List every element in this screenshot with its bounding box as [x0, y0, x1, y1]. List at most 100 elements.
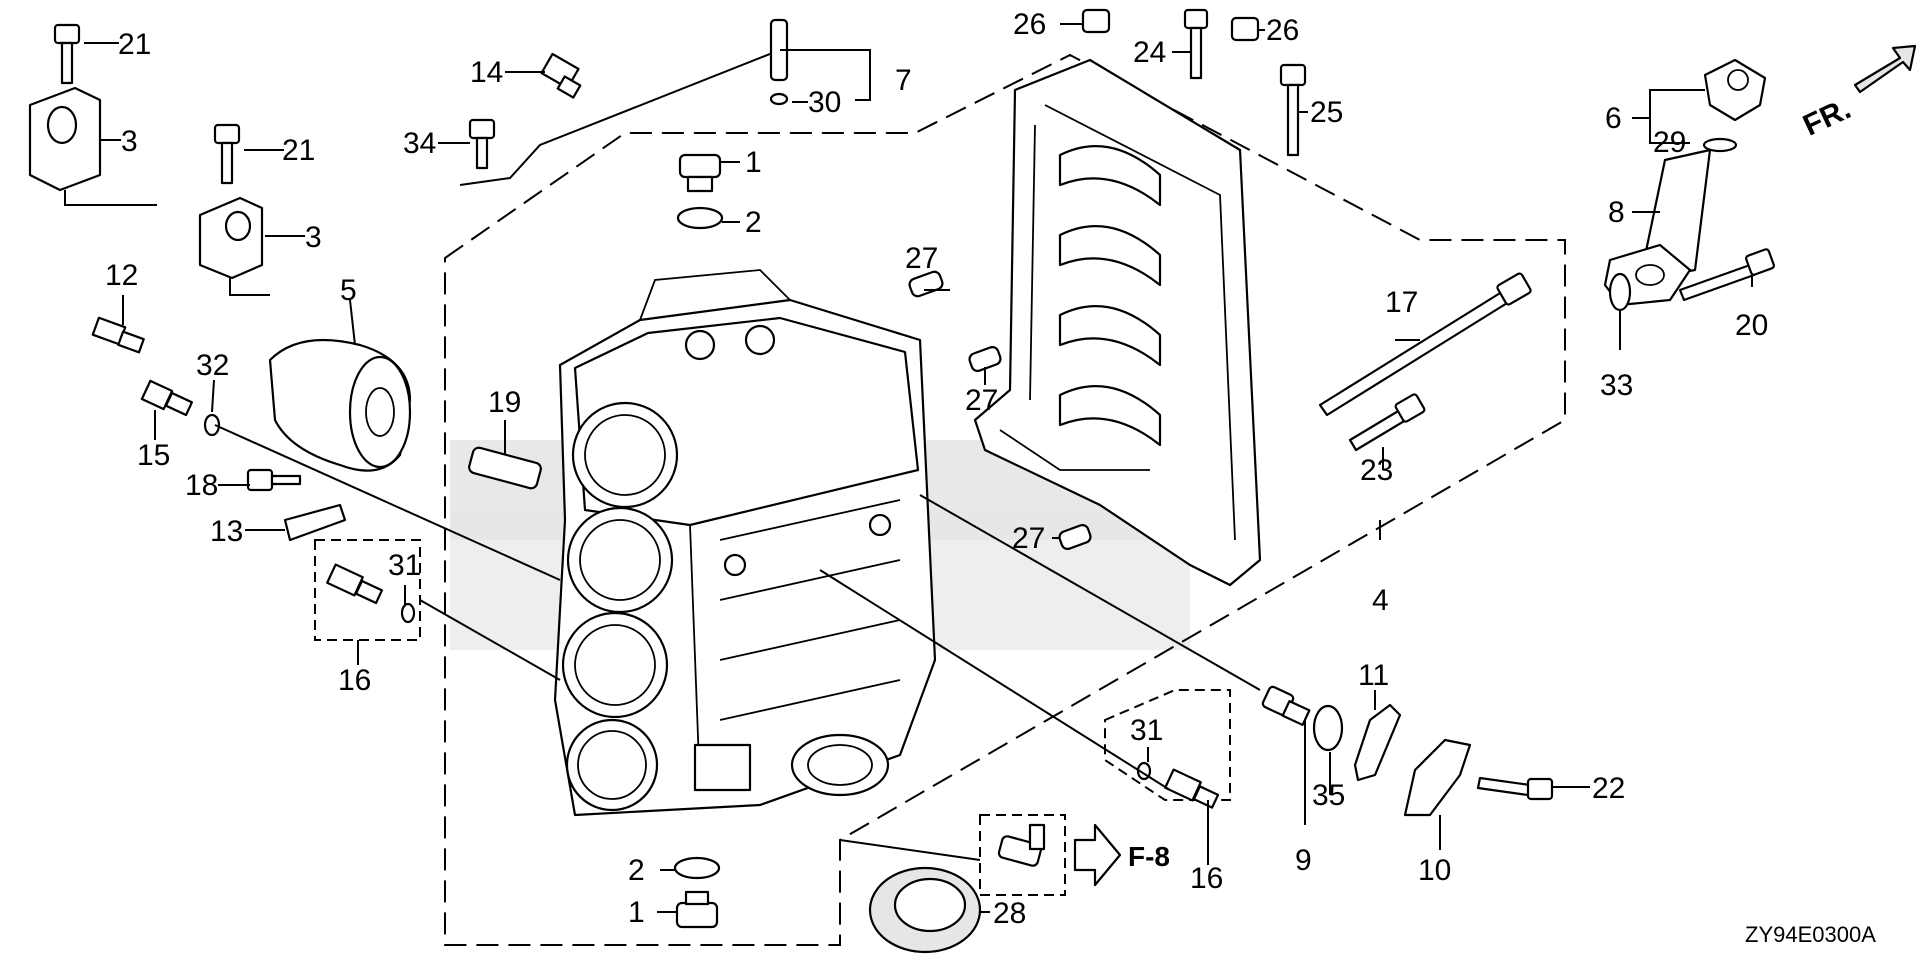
- cylinder-bore-3: [561, 611, 669, 719]
- callout-21a: 21: [118, 28, 151, 61]
- drain-plug-top: [678, 153, 722, 193]
- callout-9: 9: [1295, 844, 1312, 877]
- callout-22: 22: [1592, 772, 1625, 805]
- callout-21b: 21: [282, 134, 315, 167]
- bolt-20: [1678, 248, 1775, 302]
- callout-3b: 3: [305, 221, 322, 254]
- guide-stay-7: [459, 49, 781, 186]
- callout-1b: 1: [628, 896, 645, 929]
- washer-top: [676, 206, 724, 230]
- callout-18: 18: [185, 469, 218, 502]
- assembly-dashed-outline: [444, 53, 1566, 946]
- bolt-34: [468, 118, 496, 170]
- sensor-16-right: [1164, 768, 1220, 809]
- washer-30: [769, 92, 789, 106]
- sensor-15: [140, 379, 194, 417]
- leader-lines: [64, 23, 1753, 913]
- callout-35: 35: [1312, 779, 1345, 812]
- callout-20: 20: [1735, 309, 1768, 342]
- oil-filler-cap-6: [1703, 58, 1767, 122]
- oil-filter: [268, 338, 412, 472]
- nut-26-left: [1081, 8, 1111, 34]
- callout-23: 23: [1360, 454, 1393, 487]
- dowel-pin-27c: [1058, 524, 1092, 550]
- callout-34: 34: [403, 127, 436, 160]
- diagram-code: ZY94E0300A: [1745, 922, 1876, 947]
- washer-31-left: [400, 602, 416, 624]
- drain-plug-bottom: [675, 890, 719, 929]
- callout-2b: 2: [628, 854, 645, 887]
- callout-1a: 1: [745, 146, 762, 179]
- front-arrow: [1853, 44, 1917, 94]
- cover-10: [1403, 738, 1472, 817]
- fitting-f8: [997, 823, 1046, 867]
- switch-14: [540, 52, 582, 99]
- washer-bottom: [673, 856, 721, 880]
- reference-f8: F-8: [1128, 841, 1170, 872]
- callout-16b: 16: [1190, 862, 1223, 895]
- o-ring-29: [1702, 137, 1738, 153]
- oil-seal-28: [868, 866, 982, 954]
- callout-27a: 27: [905, 242, 938, 275]
- sensor-12: [91, 316, 145, 354]
- callout-13: 13: [210, 515, 243, 548]
- callout-27c: 27: [1012, 522, 1045, 555]
- cylinder-bore-1: [571, 401, 679, 509]
- bolt-24: [1183, 8, 1209, 80]
- group-16-right-box: [1104, 689, 1231, 801]
- callout-17: 17: [1385, 286, 1418, 319]
- callout-27b: 27: [965, 384, 998, 417]
- bolt-23: [1348, 393, 1426, 452]
- bolt-22: [1476, 776, 1554, 801]
- plug-9: [1261, 685, 1311, 726]
- callout-10: 10: [1418, 854, 1451, 887]
- f8-fitting-box: [979, 814, 1066, 896]
- cylinder-bore-4: [565, 718, 659, 812]
- clamp-13: [283, 503, 347, 542]
- nut-26-right: [1230, 16, 1260, 42]
- stud-19: [468, 446, 542, 490]
- callout-5: 5: [340, 274, 357, 307]
- dowel-pin-27b: [968, 346, 1002, 372]
- callout-14: 14: [470, 56, 503, 89]
- front-marker: FR.: [1798, 92, 1856, 142]
- callout-19: 19: [488, 386, 521, 419]
- callout-25: 25: [1310, 96, 1343, 129]
- callout-2a: 2: [745, 206, 762, 239]
- cylinder-block: [553, 269, 937, 817]
- callout-12: 12: [105, 259, 138, 292]
- callout-32: 32: [196, 349, 229, 382]
- cylinder-bore-2: [566, 506, 674, 614]
- callout-28: 28: [993, 897, 1026, 930]
- washer-32: [203, 413, 221, 437]
- bolt-25: [1279, 63, 1307, 157]
- callout-26b: 26: [1266, 14, 1299, 47]
- callout-15: 15: [137, 439, 170, 472]
- bolt-21-left: [53, 23, 81, 85]
- callout-8: 8: [1608, 196, 1625, 229]
- group-16-left-box: [314, 539, 421, 641]
- callout-30: 30: [808, 86, 841, 119]
- crankcase-journals: [1058, 144, 1162, 447]
- callout-11: 11: [1358, 659, 1389, 692]
- callout-29: 29: [1653, 126, 1686, 159]
- callout-31a: 31: [388, 549, 421, 582]
- gasket-35: [1312, 704, 1344, 752]
- callout-7: 7: [895, 64, 912, 97]
- o-ring-33: [1608, 272, 1632, 312]
- bolt-17: [1318, 272, 1532, 417]
- callout-31b: 31: [1130, 714, 1163, 747]
- callout-24: 24: [1133, 36, 1166, 69]
- callout-33: 33: [1600, 369, 1633, 402]
- callout-4: 4: [1372, 584, 1389, 617]
- callout-3a: 3: [121, 125, 138, 158]
- callout-numbers: 1 2 2 1 21 3 21 3 12 5 32 15 18 13 31 16…: [105, 8, 1876, 947]
- crankcase: [973, 58, 1262, 587]
- bolt-21-right: [213, 123, 241, 185]
- callout-16a: 16: [338, 664, 371, 697]
- bolt-18: [246, 468, 302, 492]
- callout-26a: 26: [1013, 8, 1046, 41]
- gasket-11: [1353, 703, 1402, 782]
- reference-arrow: [1073, 823, 1122, 887]
